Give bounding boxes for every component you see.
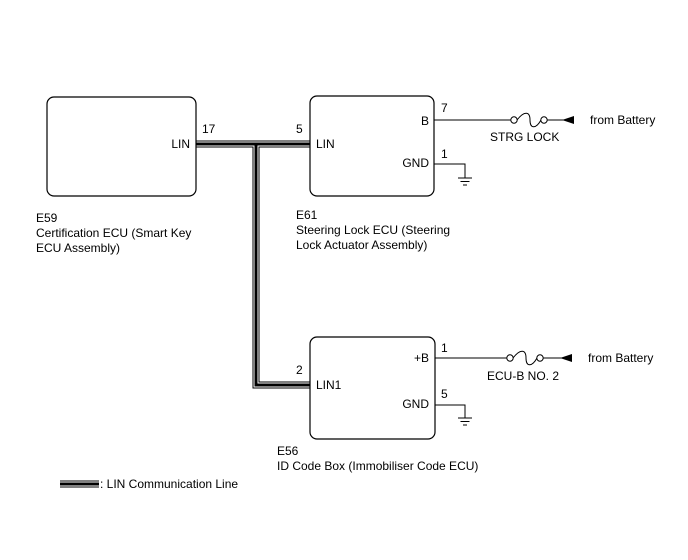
steering-lock-ecu-lin-pin-label: LIN bbox=[316, 137, 335, 151]
steering-lock-ecu-name-line2: Lock Actuator Assembly) bbox=[296, 238, 427, 252]
legend-lin-line-text: : LIN Communication Line bbox=[100, 477, 238, 491]
strg-lock-source-label: from Battery bbox=[590, 113, 655, 127]
steering-lock-ecu-gnd-pin-number: 1 bbox=[441, 147, 448, 161]
id-code-box-gnd-pin-label: GND bbox=[402, 397, 429, 411]
ecu-b-no2-arrow-icon bbox=[560, 354, 572, 362]
strg-lock-fuse-terminal-left bbox=[510, 116, 518, 124]
id-code-box-gnd-pin-number: 5 bbox=[441, 387, 448, 401]
legend: : LIN Communication Line bbox=[60, 477, 238, 491]
steering-lock-ground-wire bbox=[434, 163, 466, 178]
steering-lock-ground bbox=[434, 163, 472, 186]
id-code-box-code: E56 bbox=[277, 444, 299, 458]
id-code-box-ground-wire bbox=[435, 404, 466, 418]
id-code-box-name-line1: ID Code Box (Immobiliser Code ECU) bbox=[277, 459, 478, 473]
certification-ecu-name-line1: Certification ECU (Smart Key bbox=[36, 226, 191, 240]
id-code-box-box bbox=[309, 336, 436, 440]
certification-ecu-lin-pin-label: LIN bbox=[171, 137, 190, 151]
strg-lock-circuit: STRG LOCK from Battery bbox=[434, 112, 655, 144]
ecu-b-no2-fuse-icon bbox=[512, 350, 538, 366]
steering-lock-ecu-b-pin-label: B bbox=[421, 114, 429, 128]
strg-lock-arrow-icon bbox=[562, 116, 574, 124]
steering-lock-ecu-lin-pin-number: 5 bbox=[296, 122, 303, 136]
ecu-b-no2-source-label: from Battery bbox=[588, 351, 653, 365]
ecu-b-no2-circuit: ECU-B NO. 2 from Battery bbox=[435, 350, 653, 383]
certification-ecu-lin-pin-number: 17 bbox=[202, 122, 216, 136]
id-code-box-b-pin-number: 1 bbox=[441, 341, 448, 355]
strg-lock-fuse-label: STRG LOCK bbox=[490, 130, 559, 144]
ecu-b-no2-fuse-label: ECU-B NO. 2 bbox=[487, 369, 559, 383]
id-code-box: LIN1 2 +B 1 GND 5 E56 ID Code Box (Immob… bbox=[277, 336, 478, 473]
strg-lock-fuse-terminal-right bbox=[540, 116, 548, 124]
id-code-box-b-pin-label: +B bbox=[414, 351, 429, 365]
ecu-b-no2-fuse-terminal-left bbox=[506, 354, 514, 362]
certification-ecu-box bbox=[46, 96, 197, 197]
lin-bus bbox=[196, 140, 310, 389]
certification-ecu-code: E59 bbox=[36, 211, 58, 225]
id-code-box-ground bbox=[435, 404, 472, 426]
strg-lock-fuse-icon bbox=[516, 112, 542, 128]
steering-lock-ecu: LIN 5 B 7 GND 1 E61 Steering Lock ECU (S… bbox=[296, 95, 450, 252]
steering-lock-ecu-box bbox=[309, 95, 435, 197]
ecu-b-no2-fuse-terminal-right bbox=[536, 354, 544, 362]
steering-lock-ecu-b-pin-number: 7 bbox=[441, 101, 448, 115]
steering-lock-ecu-name-line1: Steering Lock ECU (Steering bbox=[296, 223, 450, 237]
id-code-box-lin-pin-label: LIN1 bbox=[316, 378, 342, 392]
certification-ecu-name-line2: ECU Assembly) bbox=[36, 241, 120, 255]
steering-lock-ecu-code: E61 bbox=[296, 208, 318, 222]
certification-ecu: LIN 17 E59 Certification ECU (Smart Key … bbox=[36, 96, 216, 255]
id-code-box-lin-pin-number: 2 bbox=[296, 363, 303, 377]
steering-lock-ecu-gnd-pin-label: GND bbox=[402, 156, 429, 170]
